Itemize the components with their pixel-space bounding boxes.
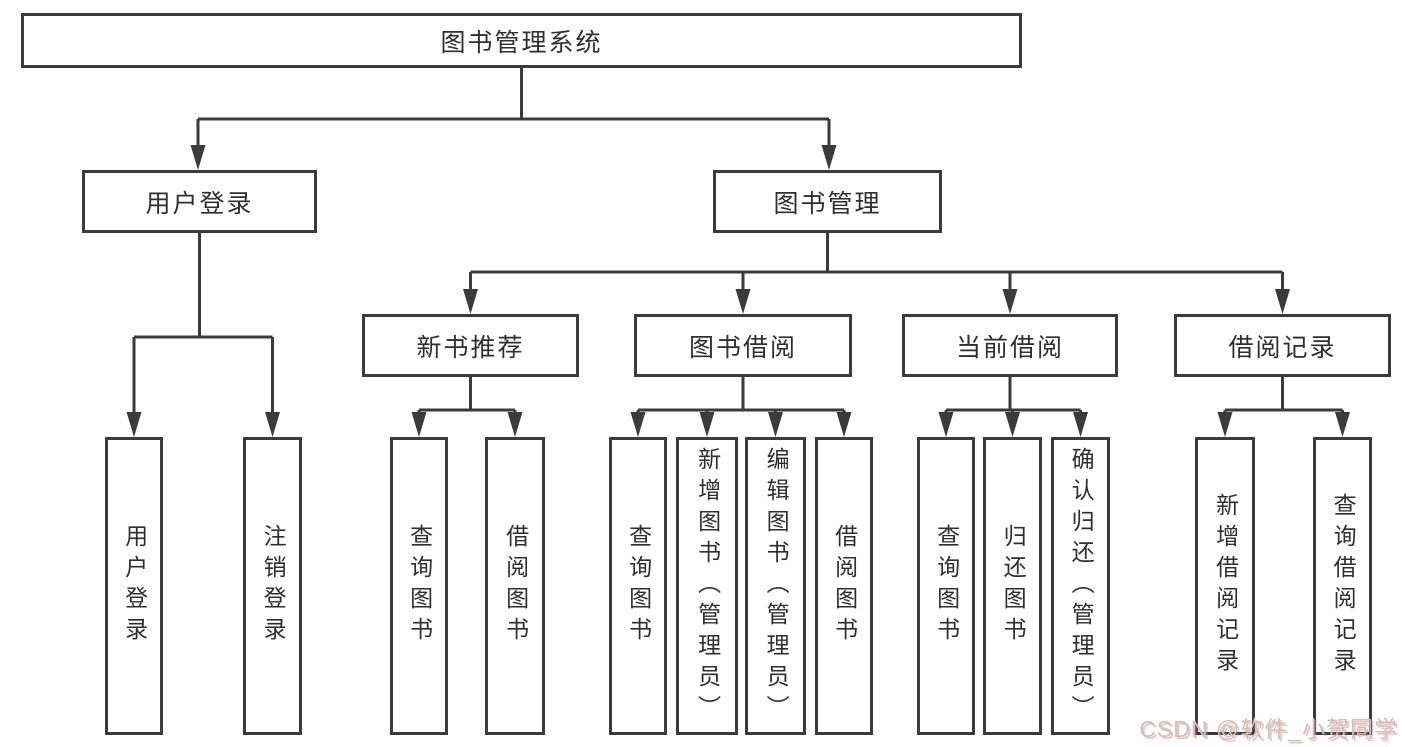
node-label: 归还图书: [1000, 524, 1027, 648]
node-book-management: 图书管理: [713, 170, 942, 233]
leaf-bb-borrow-book: 借阅图书: [815, 437, 873, 735]
leaf-br-add-record: 新增借阅记录: [1195, 437, 1255, 735]
node-label: 图书管理: [773, 189, 882, 218]
node-label: 编辑图书（管理员）: [763, 446, 790, 726]
leaf-bb-query-book: 查询图书: [609, 437, 667, 735]
node-label: 当前借阅: [955, 333, 1064, 362]
leaf-logout: 注销登录: [243, 437, 302, 735]
leaf-user-login: 用户登录: [105, 437, 163, 735]
node-label: 借阅图书: [831, 524, 858, 648]
node-label: 新书推荐: [416, 333, 525, 362]
leaf-cb-return-book: 归还图书: [983, 437, 1042, 735]
node-label: 确认归还（管理员）: [1068, 446, 1095, 726]
node-label: 借阅图书: [502, 524, 529, 648]
node-label: 查询图书: [625, 524, 652, 648]
node-label: 图书借阅: [688, 333, 797, 362]
node-label: 用户登录: [121, 524, 148, 648]
leaf-br-query-record: 查询借阅记录: [1313, 437, 1372, 735]
node-library-system: 图书管理系统: [21, 13, 1022, 68]
node-label: 借阅记录: [1228, 333, 1337, 362]
node-label: 查询图书: [933, 524, 960, 648]
node-label: 注销登录: [260, 524, 287, 648]
leaf-nbr-query-book: 查询图书: [390, 437, 448, 735]
leaf-bb-edit-book-admin: 编辑图书（管理员）: [745, 437, 806, 735]
node-book-borrow: 图书借阅: [634, 314, 852, 377]
leaf-cb-query-book: 查询图书: [917, 437, 975, 735]
node-new-book-recommend: 新书推荐: [362, 314, 579, 377]
node-borrow-record: 借阅记录: [1174, 314, 1391, 377]
node-label: 新增借阅记录: [1212, 493, 1239, 679]
node-label: 查询借阅记录: [1330, 493, 1357, 679]
node-label: 查询图书: [406, 524, 433, 648]
node-label: 新增图书（管理员）: [694, 446, 721, 726]
csdn-watermark: CSDN @软件_小贺同学: [1139, 716, 1398, 742]
node-current-borrow: 当前借阅: [902, 314, 1118, 377]
leaf-cb-confirm-return-admin: 确认归还（管理员）: [1051, 437, 1110, 735]
node-label: 图书管理系统: [440, 28, 603, 57]
node-label: 用户登录: [145, 189, 254, 218]
node-user-login: 用户登录: [82, 170, 317, 233]
leaf-nbr-borrow-book: 借阅图书: [485, 437, 545, 735]
leaf-bb-add-book-admin: 新增图书（管理员）: [676, 437, 738, 735]
